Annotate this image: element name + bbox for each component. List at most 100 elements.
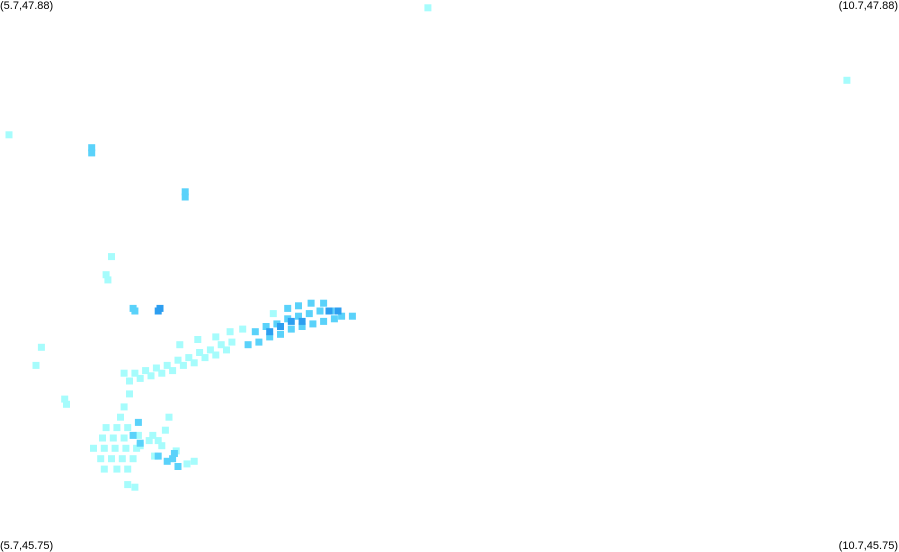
corner-label-bottom-left: (5.7,45.75) [0, 540, 54, 552]
map-cell-low [136, 374, 144, 382]
map-cell-high [287, 317, 295, 325]
map-cell-low [129, 455, 137, 463]
map-cell-medium [316, 307, 324, 315]
map-cell-medium [88, 149, 96, 157]
map-cell-low [99, 434, 106, 442]
map-cell-low [117, 413, 124, 421]
map-cell-low [134, 431, 142, 439]
map-cell-low [126, 377, 133, 385]
map-cell-low [201, 354, 209, 362]
corner-label-bottom-right: (10.7,45.75) [838, 540, 898, 552]
map-cell-medium [154, 452, 162, 460]
map-cell-high [277, 323, 284, 330]
map-cell-medium [131, 307, 139, 315]
map-cell-low [212, 351, 220, 359]
map-cell-low [100, 444, 108, 452]
map-cell-low [100, 465, 108, 473]
map-cell-medium [181, 193, 189, 201]
map-cell-low [131, 369, 139, 377]
corner-label-top-right: (10.7,47.88) [838, 0, 898, 12]
map-cell-low [843, 76, 851, 84]
map-cell-medium [181, 188, 189, 196]
map-cell-medium [129, 431, 137, 439]
map-cell-high [298, 317, 306, 325]
map-cell-medium [255, 338, 263, 346]
map-cell-medium [262, 323, 270, 330]
map-cell-low [124, 481, 132, 489]
map-cell-medium [284, 304, 292, 312]
map-cell-low [226, 328, 234, 336]
map-cell-low [239, 325, 247, 333]
map-cell-low [120, 434, 128, 442]
map-cell-low [113, 424, 121, 432]
map-cell-low [158, 442, 166, 450]
map-cell-medium [307, 299, 315, 307]
map-cell-low [37, 343, 45, 351]
map-cell-low [63, 400, 70, 408]
map-cell-medium [174, 463, 182, 470]
map-cell-high [154, 307, 162, 315]
map-cell-low [102, 271, 110, 279]
map-cell-medium [266, 333, 274, 341]
map-cell-low [161, 426, 169, 434]
map-cell-low [122, 444, 130, 452]
map-cell-low [149, 431, 157, 439]
map-cell-medium [163, 457, 171, 465]
map-cell-low [183, 460, 191, 468]
map-cell-low [142, 367, 150, 375]
map-cell-low [158, 369, 166, 377]
map-cell-low [223, 346, 230, 354]
corner-label-top-left: (5.7,47.88) [0, 0, 54, 12]
map-cell-low [185, 354, 193, 362]
map-cell-low [32, 361, 40, 369]
map-cell-medium [136, 439, 144, 447]
map-cell-low [113, 465, 121, 473]
map-cell-low [179, 361, 187, 369]
map-cell-medium [273, 320, 281, 328]
map-cell-medium [320, 317, 328, 325]
map-cell-low [163, 361, 171, 369]
map-cell-medium [330, 315, 338, 323]
map-cell-low [269, 310, 277, 318]
map-cell-medium [348, 312, 356, 320]
map-cell-low [206, 346, 214, 354]
map-cell-low [147, 372, 155, 380]
map-cell-low [176, 341, 184, 349]
map-cell-low [126, 390, 133, 398]
map-cell-low [102, 424, 110, 432]
map-cell-low [152, 364, 160, 372]
map-cell-medium [305, 310, 313, 318]
map-cell-low [118, 455, 126, 463]
map-cell-medium [287, 325, 295, 333]
map-cell-medium [309, 320, 317, 328]
map-cell-low [217, 341, 225, 349]
map-cell-low [151, 452, 159, 460]
map-cell-low [120, 369, 128, 377]
map-cell-low [174, 356, 182, 364]
map-cell-medium [295, 302, 302, 310]
map-cell-low [196, 349, 204, 356]
map-cell-low [120, 403, 128, 411]
map-cell-low [190, 457, 198, 465]
map-cell-low [111, 444, 119, 452]
map-cell-high [266, 328, 274, 336]
map-cell-medium [320, 299, 328, 307]
map-cell-low [124, 465, 132, 473]
map-cell-low [228, 338, 236, 346]
map-cell-high [334, 307, 342, 315]
map-cell-low [145, 437, 153, 445]
map-cell-low [424, 4, 432, 12]
map-cell-low [154, 437, 162, 445]
map-cell-low [194, 336, 202, 343]
map-cell-medium [251, 328, 259, 336]
map-cell-medium [284, 315, 292, 323]
map-cell-medium [277, 330, 284, 338]
map-cell-low [190, 359, 198, 367]
map-cell-low [165, 413, 173, 421]
map-cell-low [212, 333, 220, 341]
cells-layer [5, 4, 851, 491]
map-cell-medium [244, 341, 252, 349]
map-cell-low [169, 367, 177, 375]
